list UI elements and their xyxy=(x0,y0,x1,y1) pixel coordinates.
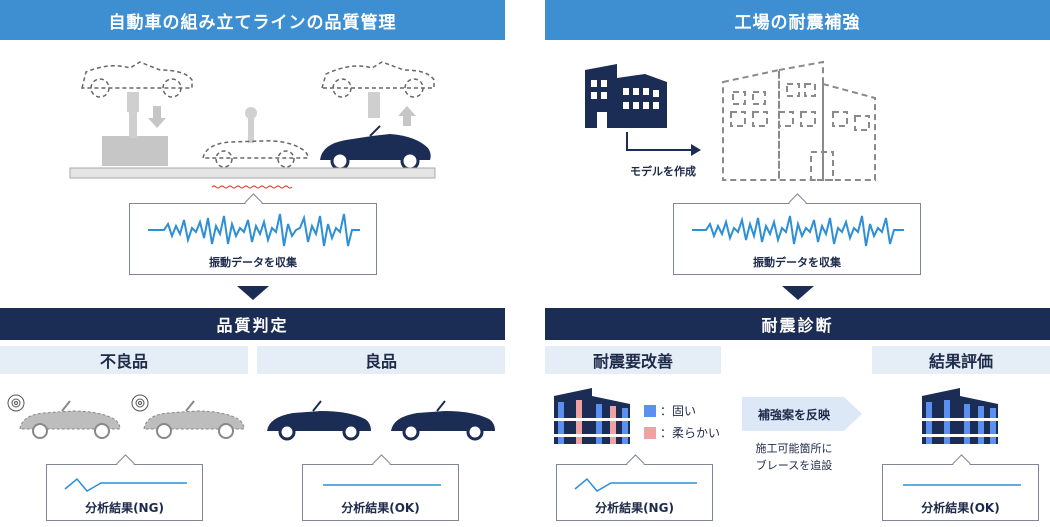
car-outline-icon xyxy=(81,61,193,98)
right-arrow-icon xyxy=(626,132,691,151)
seismic-diagnosis-band: 耐震診断 xyxy=(545,308,1050,340)
result-ok-box: 分析結果(OK) xyxy=(882,454,1039,521)
ok-line-icon xyxy=(323,484,441,486)
evaluation-label: 結果評価 xyxy=(872,346,1050,374)
waveform-icon xyxy=(148,213,360,247)
robot-arm-icon xyxy=(368,92,380,118)
stiffness-building-icon xyxy=(554,388,630,444)
down-arrow-icon xyxy=(148,106,166,128)
car-icon xyxy=(267,400,371,441)
result-ng-box: 分析結果(NG) xyxy=(556,454,713,521)
quality-judgement-band: 品質判定 xyxy=(0,308,505,340)
defective-cars xyxy=(7,394,245,439)
result-ok-label: 分析結果(OK) xyxy=(921,501,1000,515)
factory-icon xyxy=(585,64,667,128)
conveyor-belt xyxy=(69,167,436,179)
reflect-arrow-icon xyxy=(742,397,862,431)
reinforced-building-icon xyxy=(922,388,998,444)
vibration-data-box: 振動データを収集 xyxy=(129,193,377,275)
vibration-caption: 振動データを収集 xyxy=(753,256,841,269)
assembly-line-illustration xyxy=(69,61,436,189)
legend-hard: ：固い xyxy=(644,402,696,419)
smoke-icon xyxy=(7,394,25,412)
result-ng-label: 分析結果(NG) xyxy=(85,501,164,515)
legend-hard-label: ：固い xyxy=(660,404,697,418)
legend-soft-label: ：柔らかい xyxy=(660,426,721,440)
robot-arm-icon xyxy=(102,92,168,166)
smoke-icon xyxy=(131,394,149,412)
defective-label: 不良品 xyxy=(0,346,248,374)
good-cars xyxy=(267,400,495,441)
hard-swatch xyxy=(644,404,656,417)
result-ok-box: 分析結果(OK) xyxy=(302,454,459,521)
waveform-icon xyxy=(692,215,904,247)
vibration-caption: 振動データを収集 xyxy=(209,256,297,269)
brace-note-2: ブレースを追設 xyxy=(755,459,833,472)
right-header: 工場の耐震補強 xyxy=(545,0,1050,40)
ng-curve-icon xyxy=(64,477,187,492)
result-ok-label: 分析結果(OK) xyxy=(341,501,420,515)
car-icon xyxy=(391,400,495,441)
factory-model-icon xyxy=(722,60,876,181)
car-gray-icon xyxy=(143,400,245,439)
soft-swatch xyxy=(644,426,656,439)
ng-curve-icon xyxy=(574,477,697,492)
car-icon xyxy=(320,125,431,171)
up-arrow-icon xyxy=(398,106,416,126)
model-caption: モデルを作成 xyxy=(630,165,696,178)
down-triangle-icon xyxy=(237,286,269,300)
car-outline-icon xyxy=(202,140,309,168)
vibration-squiggle-icon xyxy=(211,185,293,189)
car-gray-icon xyxy=(19,400,121,439)
legend-soft: ：柔らかい xyxy=(644,424,720,441)
vibration-data-box: 振動データを収集 xyxy=(673,193,921,275)
brace-note-1: 施工可能箇所に xyxy=(755,442,833,455)
result-ng-label: 分析結果(NG) xyxy=(595,501,674,515)
result-ng-box: 分析結果(NG) xyxy=(46,454,203,521)
good-label: 良品 xyxy=(257,346,505,374)
down-triangle-icon xyxy=(782,286,814,300)
car-outline-icon xyxy=(321,61,435,98)
left-header: 自動車の組み立てラインの品質管理 xyxy=(0,0,505,40)
factory-model-illustration xyxy=(585,60,876,181)
ok-line-icon xyxy=(903,484,1021,486)
improvement-needed-label: 耐震要改善 xyxy=(545,346,721,374)
reflect-label: 補強案を反映 xyxy=(757,408,830,422)
robot-arm-icon xyxy=(245,107,257,143)
